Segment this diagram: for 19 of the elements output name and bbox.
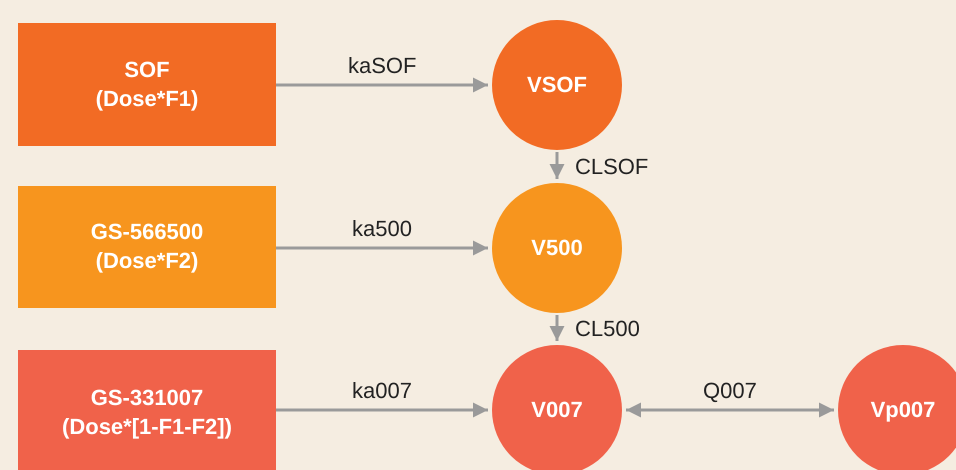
node-label: (Dose*[1-F1-F2]) <box>62 412 232 441</box>
node-label: VSOF <box>527 70 587 99</box>
arrow <box>276 402 488 418</box>
node-label: V500 <box>531 234 583 262</box>
node-label: V007 <box>531 396 583 424</box>
node-label: Vp007 <box>870 396 936 424</box>
dose-box <box>18 350 276 470</box>
arrow <box>276 240 488 256</box>
dose-box <box>18 23 276 146</box>
dose-box <box>18 186 276 308</box>
node-label: GS-331007 <box>90 384 204 412</box>
node-label: SOF <box>124 56 170 84</box>
node-label: (Dose*F2) <box>96 247 198 275</box>
node-label: GS-566500 <box>90 218 204 246</box>
arrow <box>626 402 834 418</box>
node-label: (Dose*F1) <box>96 84 198 113</box>
arrow <box>276 78 488 92</box>
arrow <box>550 315 564 341</box>
arrow <box>550 152 564 179</box>
